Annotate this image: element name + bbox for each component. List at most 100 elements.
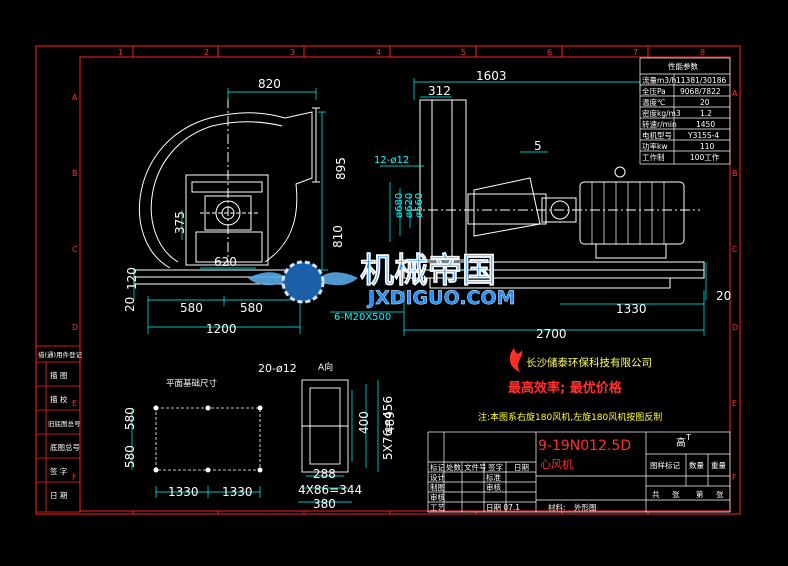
dim-12-phi12: 12-ø12: [374, 155, 409, 166]
params-label-8: 工作制: [642, 152, 665, 162]
dim-810: 810: [331, 225, 345, 248]
dim-20-phi12: 20-ø12: [258, 362, 297, 375]
foundation-plan: 平面基础尺寸 580 580 1330 1330: [123, 378, 263, 499]
zone-row-c: C: [72, 245, 78, 254]
dim-620: 620: [214, 255, 237, 269]
params-value-5: 1450: [696, 120, 715, 129]
params-value-3: 20: [700, 98, 710, 107]
dim-4x86: 4X86=344: [298, 483, 362, 497]
foundation-dim-580-a: 580: [123, 407, 137, 430]
params-value-7: 110: [700, 142, 715, 151]
dim-20-left: 20: [123, 297, 137, 312]
dim-400: 400: [357, 411, 371, 434]
params-label-5: 转速r/min: [642, 119, 677, 129]
tb-r1-c4: 签字: [488, 462, 503, 472]
tb-r1-c5: 日期: [514, 463, 529, 472]
zone-row-a-right: A: [732, 89, 738, 98]
tb-r4-c1: 审核: [430, 492, 445, 502]
foundation-dim-580-b: 580: [123, 445, 137, 468]
params-value-2: 9068/7822: [680, 87, 721, 96]
zone-col-1: 1: [118, 48, 123, 57]
foundation-dim-1330-a: 1330: [168, 485, 199, 499]
zone-row-b-right: B: [732, 169, 738, 178]
zone-labels: 1 2 3 4 5 6 7 8 A B C D E F A B C D E F: [72, 48, 738, 482]
title-block: 9-19N012.5D 心风机 高 T 标记 处数 文件号 签字 日期 设计 标…: [427, 431, 731, 513]
revision-cell-5: 底图总号: [50, 442, 80, 452]
title-sub: 心风机: [540, 457, 573, 471]
tb-sheet-1: 共: [652, 490, 660, 499]
dim-phi680: ø680: [394, 193, 405, 218]
tb-r1-c1: 标记: [430, 462, 445, 472]
drawing-note: 注:本图系右旋180风机,左旋180风机按图反制: [478, 411, 662, 423]
tb-r2-c1: 设计: [430, 472, 445, 482]
dim-380: 380: [313, 497, 336, 511]
watermark-logo-en: JXDIGUO.COM: [366, 287, 516, 309]
zone-row-e-right: E: [732, 399, 737, 408]
drawing-frame: [35, 45, 741, 515]
params-label-4: 密度kg/m3: [642, 108, 681, 118]
dim-5x76: 5X76=456: [381, 396, 395, 460]
revision-cell-4: 旧底图总号: [48, 419, 81, 428]
side-dimensions: [330, 78, 707, 336]
zone-col-3: 3: [290, 48, 295, 57]
params-value-1: 11381/30186: [676, 76, 726, 85]
dim-bolts: 6-M20X500: [334, 312, 391, 323]
dim-820: 820: [258, 77, 281, 91]
tb-r3-c1: 制图: [430, 482, 445, 492]
zone-col-4: 4: [376, 48, 381, 57]
dim-1330-side: 1330: [616, 302, 647, 316]
zone-row-d-right: D: [732, 323, 738, 332]
dim-phi620: ø620: [404, 193, 415, 218]
foundation-label: 平面基础尺寸: [166, 378, 218, 389]
tb-sheet-2: 张: [672, 490, 680, 499]
params-label-3: 温度℃: [642, 97, 665, 107]
params-header: 性能参数: [668, 61, 698, 71]
dim-1603: 1603: [476, 69, 507, 83]
title-mark-t: T: [685, 433, 691, 442]
foundation-dim-1330-b: 1330: [222, 485, 253, 499]
fan-front-view: [133, 98, 320, 285]
revision-cell-3: 描 校: [50, 394, 68, 404]
params-value-6: Y315S-4: [687, 131, 719, 140]
dim-895: 895: [334, 157, 348, 180]
tb-r6-c1: 材料:: [548, 502, 566, 512]
view-a-label: A向: [318, 361, 333, 373]
dim-312: 312: [428, 84, 451, 98]
params-value-4: 1.2: [700, 109, 712, 118]
zone-row-d: D: [72, 323, 78, 332]
revision-cell-1: 借(通)用件登记: [38, 350, 83, 359]
dim-20-right: 20: [716, 289, 731, 303]
front-dimension-labels: 820 895 810 375 620 580 580 1200 120 20: [123, 77, 348, 336]
dim-580-left: 580: [180, 301, 203, 315]
tb-r5-c2: 日期 07.1: [486, 503, 520, 512]
revision-cell-7: 日 期: [50, 491, 67, 500]
tb-sheet-4: 张: [716, 490, 724, 499]
params-label-2: 全压Pa: [642, 86, 666, 96]
tb-r1-c3: 文件号: [464, 462, 487, 472]
title-tail: 高: [676, 436, 686, 449]
watermark-gear-icon: [281, 260, 325, 304]
company-slogan: 最高效率; 最优价格: [508, 380, 623, 396]
zone-row-e: E: [72, 399, 77, 408]
zone-col-6: 6: [547, 48, 552, 57]
params-label-6: 电机型号: [642, 130, 672, 140]
side-dimension-labels: 1603 312 5 12-ø12 ø680 ø620 ø560 2700 13…: [334, 69, 731, 341]
tb-r2-c2: 标准: [486, 472, 501, 482]
zone-row-f: F: [72, 473, 77, 482]
params-label-7: 功率kw: [642, 141, 667, 151]
params-table: 性能参数 流量m3/h 11381/30186 全压Pa 9068/7822 温…: [639, 57, 731, 165]
zone-col-5: 5: [461, 48, 466, 57]
tb-r6-c2: 外形图: [574, 502, 597, 512]
dim-2700: 2700: [536, 327, 567, 341]
dim-580-right: 580: [240, 301, 263, 315]
view-a: A向 20-ø12 400 5X76=456 489 288 4X86=344 …: [258, 361, 397, 511]
dim-489: 489: [383, 411, 397, 434]
left-revision-table: 借(通)用件登记 描 图 描 校 旧底图总号 底图总号 签 字 日 期: [35, 345, 83, 513]
revision-cell-6: 签 字: [50, 466, 67, 476]
zone-col-7: 7: [633, 48, 638, 57]
watermark-logo-cn: 机械帝国: [360, 251, 496, 291]
dim-120: 120: [125, 267, 139, 290]
company-block: 长沙储泰环保科技有限公司 最高效率; 最优价格: [508, 348, 652, 396]
tb-stage-1: 图样标记: [650, 460, 680, 470]
company-flame-icon: [509, 348, 523, 372]
